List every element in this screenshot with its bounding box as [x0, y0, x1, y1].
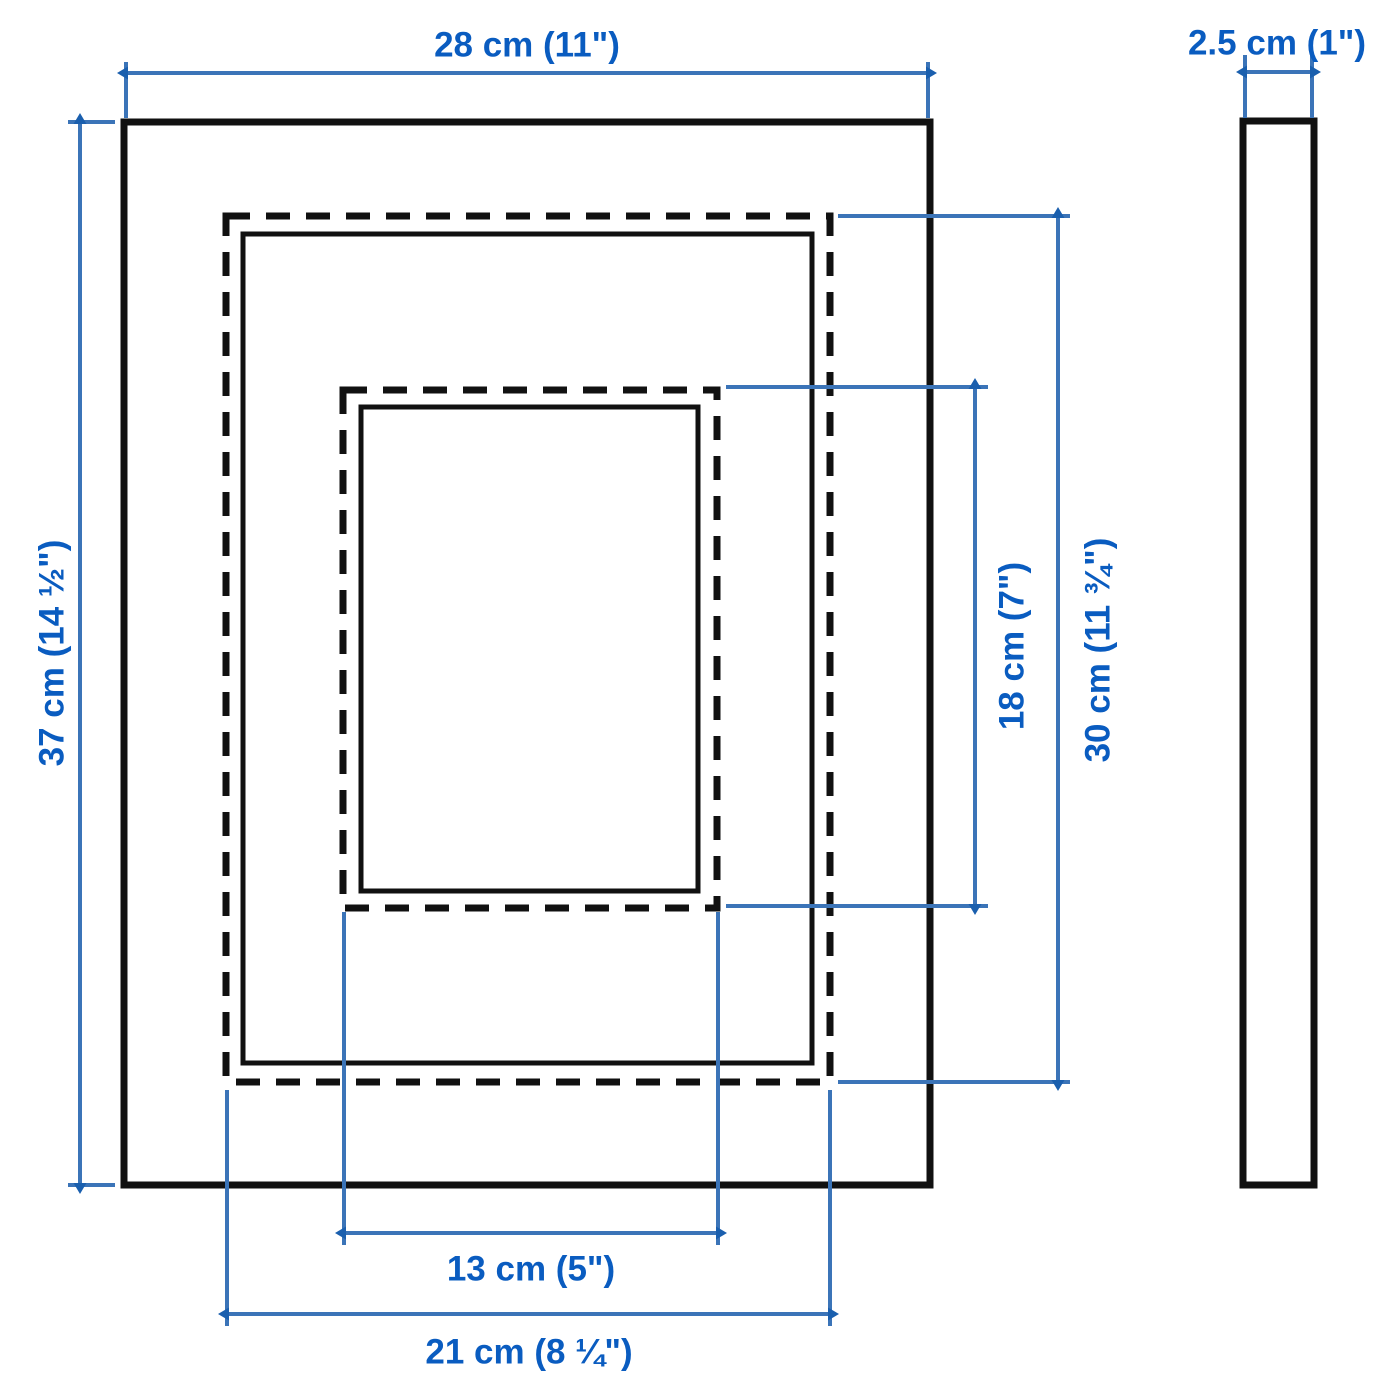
- dimension-mat-width: [218, 1090, 839, 1326]
- outer-frame-outline: [120, 118, 934, 1189]
- side-view-group: [1239, 117, 1318, 1189]
- dimension-frame-height: [68, 113, 115, 1194]
- label-frame-depth: 2.5 cm (1"): [1188, 23, 1366, 62]
- label-picture-height: 18 cm (7"): [992, 562, 1031, 730]
- side-view-outline: [1239, 117, 1318, 1189]
- dimension-mat-height: [838, 207, 1070, 1091]
- dimension-picture-width: [335, 912, 727, 1245]
- dimension-picture-height: [726, 378, 988, 915]
- label-frame-height: 37 cm (14 ½"): [32, 540, 71, 767]
- front-view-group: [120, 118, 934, 1189]
- label-picture-width: 13 cm (5"): [447, 1249, 615, 1288]
- label-mat-height: 30 cm (11 ¾"): [1078, 538, 1117, 763]
- label-mat-width: 21 cm (8 ¼"): [425, 1332, 632, 1371]
- dimension-frame-width: [117, 62, 937, 118]
- mat-solid-outline: [240, 231, 815, 1066]
- picture-dashed-outline: [339, 386, 721, 912]
- dimension-frame-depth: [1236, 55, 1321, 118]
- picture-solid-outline: [358, 404, 701, 894]
- label-frame-width: 28 cm (11"): [434, 25, 620, 64]
- mat-dashed-outline: [222, 212, 834, 1086]
